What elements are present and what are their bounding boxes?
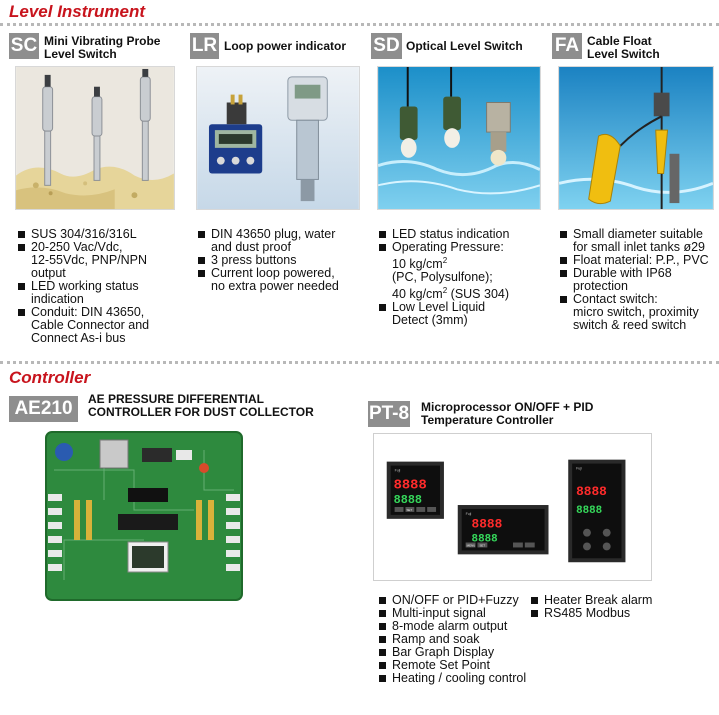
- photo-optical-level-switch: [377, 66, 541, 210]
- key-label: SET: [406, 508, 412, 512]
- display-readout: 8888: [472, 517, 503, 532]
- product-title-sc: Mini Vibrating Probe Level Switch: [44, 34, 161, 61]
- product-code-badge-fa: FA: [552, 33, 582, 59]
- section-divider: [0, 361, 719, 364]
- spec-item: Remote Set Point: [379, 659, 539, 672]
- spec-list-sd: LED status indication Operating Pressure…: [379, 228, 549, 327]
- spec-item: Float material: P.P., PVC: [560, 254, 719, 267]
- display-readout: 8888: [576, 484, 607, 499]
- section-divider: [0, 23, 719, 26]
- product-code-badge-sd: SD: [371, 33, 402, 59]
- spec-item: Operating Pressure: 10 kg/cm2 (PC, Polys…: [379, 241, 549, 301]
- spec-item: Heating / cooling control: [379, 672, 539, 685]
- display-readout: 8888: [394, 493, 422, 507]
- spec-item: LED status indication: [379, 228, 549, 241]
- spec-item: Ramp and soak: [379, 633, 539, 646]
- product-title-lr: Loop power indicator: [224, 39, 346, 53]
- photo-vibrating-probe: [15, 66, 175, 210]
- photo-pcb-controller: [44, 430, 244, 602]
- product-title-ae210: AE PRESSURE DIFFERENTIAL CONTROLLER FOR …: [88, 392, 314, 419]
- spec-item: SUS 304/316/316L: [18, 228, 188, 241]
- spec-list-pt8-right: Heater Break alarm RS485 Modbus: [531, 594, 681, 620]
- spec-item: 3 press buttons: [198, 254, 368, 267]
- panel-brand-label: Fuji: [576, 467, 582, 471]
- photo-loop-power-indicator: [196, 66, 360, 210]
- spec-item: Bar Graph Display: [379, 646, 539, 659]
- product-code-badge-lr: LR: [190, 33, 219, 59]
- spec-list-pt8-left: ON/OFF or PID+Fuzzy Multi-input signal 8…: [379, 594, 539, 685]
- panel-brand-label: Fuji: [395, 468, 401, 472]
- product-code-badge-ae210: AE210: [9, 396, 78, 422]
- spec-item: Current loop powered,no extra power need…: [198, 267, 368, 293]
- spec-item: Multi-input signal: [379, 607, 539, 620]
- spec-item: RS485 Modbus: [531, 607, 681, 620]
- product-code-badge-sc: SC: [9, 33, 39, 59]
- product-title-fa: Cable Float Level Switch: [587, 34, 660, 61]
- display-readout: 8888: [576, 505, 602, 517]
- key-label: MENU: [467, 543, 476, 547]
- product-code-badge-pt8: PT-8: [368, 401, 410, 427]
- product-title-pt8: Microprocessor ON/OFF + PID Temperature …: [421, 400, 594, 427]
- photo-temperature-controllers: Fuji 8888 8888 SET Fuji 8888 8888 MENU S…: [373, 433, 652, 581]
- spec-item: 8-mode alarm output: [379, 620, 539, 633]
- panel-brand-label: Fuji: [466, 512, 472, 516]
- spec-item: Heater Break alarm: [531, 594, 681, 607]
- display-readout: 8888: [394, 478, 427, 493]
- spec-item: ON/OFF or PID+Fuzzy: [379, 594, 539, 607]
- product-title-sd: Optical Level Switch: [406, 39, 523, 53]
- photo-cable-float-switch: [558, 66, 714, 210]
- spec-list-sc: SUS 304/316/316L 20-250 Vac/Vdc,12-55Vdc…: [18, 228, 188, 345]
- section-title-level-instrument: Level Instrument: [9, 2, 146, 21]
- key-label: SET: [479, 543, 485, 547]
- section-title-controller: Controller: [9, 368, 91, 387]
